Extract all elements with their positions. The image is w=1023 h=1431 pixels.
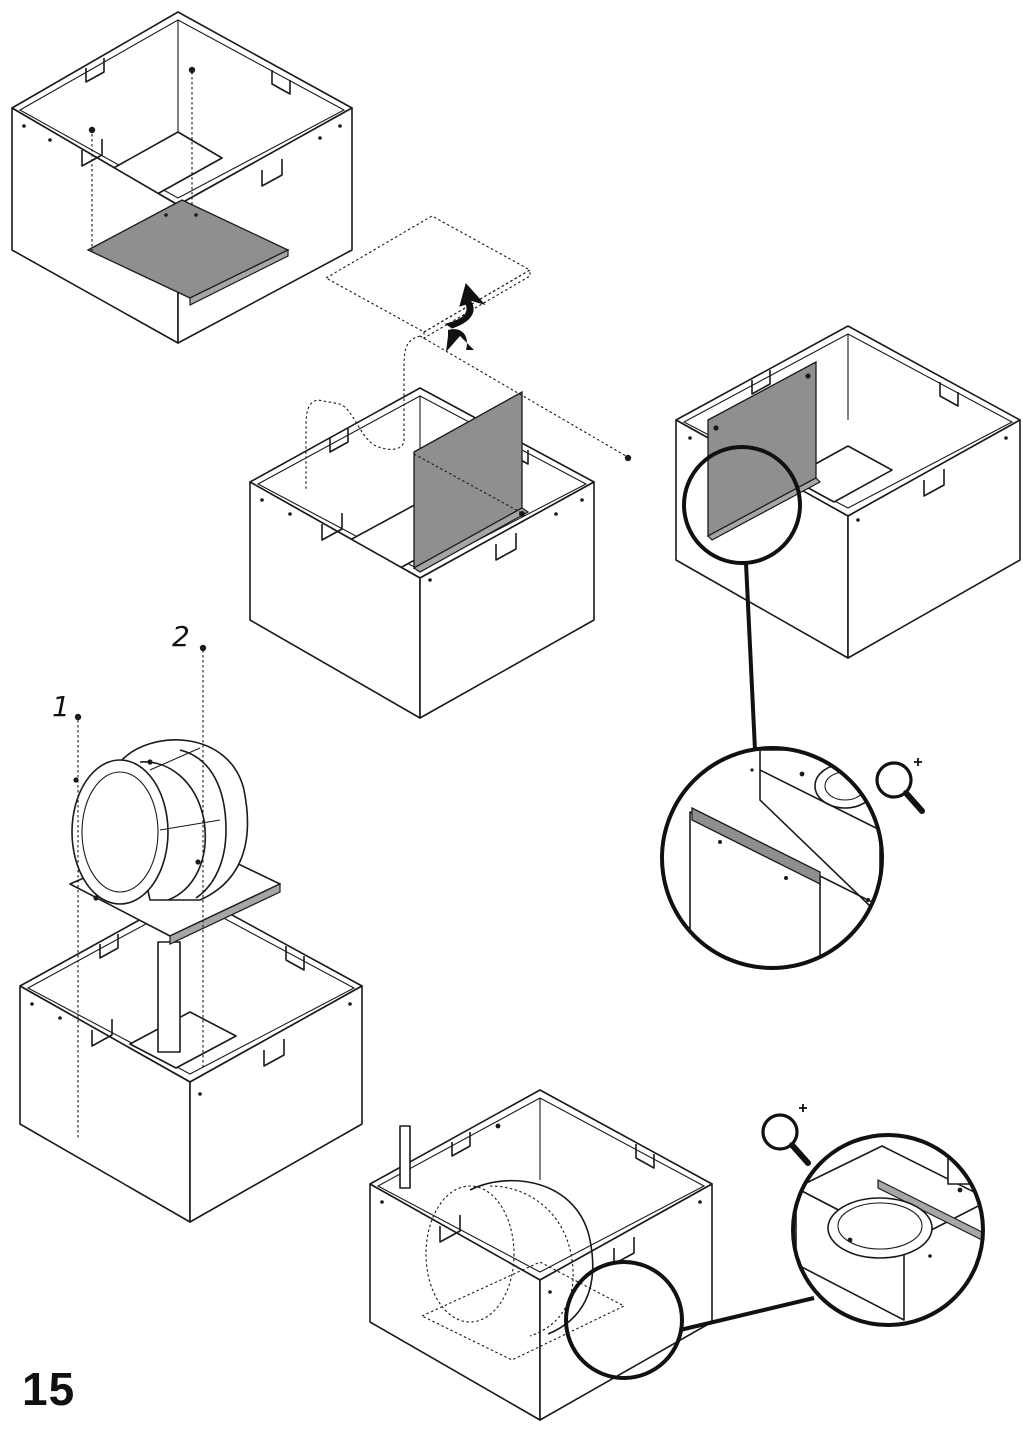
magnifier-plus-icon: [875, 758, 925, 814]
screw-1-icon: [74, 713, 82, 721]
callout-screw-1: 1: [52, 690, 70, 723]
rotate-arrow-icon: [444, 282, 486, 352]
detail-marker-circle: [682, 445, 802, 565]
screw-icon: [624, 454, 632, 462]
screw-icon: [188, 66, 196, 74]
detail-inset-outlet: [791, 1133, 985, 1327]
magnifier-plus-icon: [761, 1104, 811, 1166]
box-top-left: [11, 11, 353, 344]
screw-2-icon: [199, 644, 207, 652]
callout-screw-2: 2: [172, 620, 190, 653]
detail-marker-circle: [564, 1260, 684, 1380]
panel-ghost: [324, 215, 532, 339]
detail-inset-panel-edge: [660, 746, 884, 970]
screw-icon: [88, 126, 96, 134]
box-right: [675, 325, 1021, 659]
screw-icon: [519, 511, 525, 517]
box-left-lower: [19, 891, 363, 1223]
box-bottom: [369, 1089, 713, 1421]
box-center: [249, 335, 632, 719]
blower-assembly: [69, 739, 281, 945]
step-number: 15: [22, 1363, 76, 1415]
